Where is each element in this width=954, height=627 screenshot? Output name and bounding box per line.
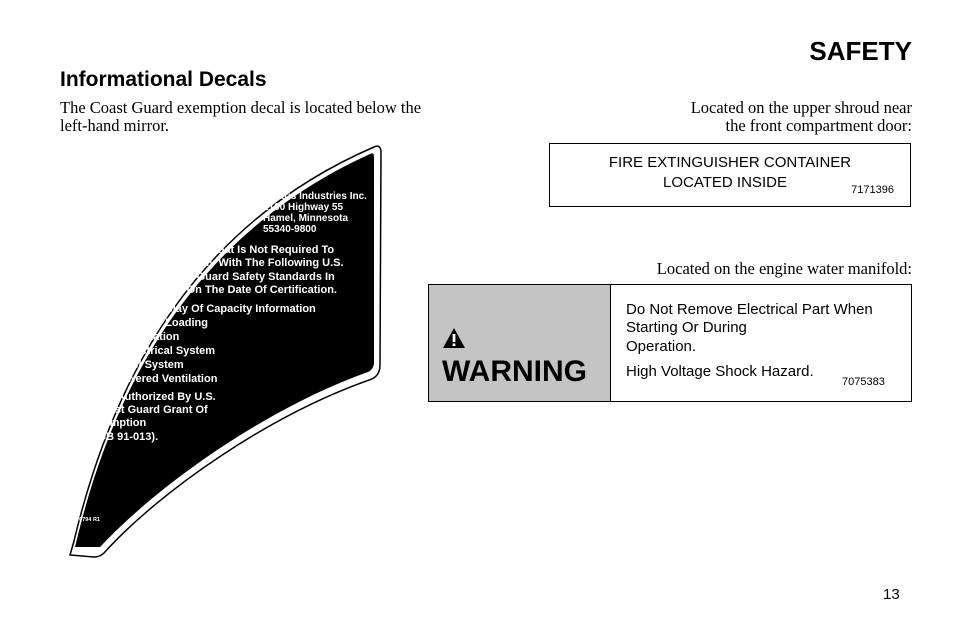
decal-authority-line: As Authorized By U.S. (100, 391, 216, 403)
decal-standard-item: • Safe Loading (132, 317, 208, 329)
decal-authority-line: (CGB 91-013). (86, 431, 158, 443)
page-number: 13 (883, 586, 900, 603)
warning-title: WARNING (442, 321, 610, 389)
decal-address-line: Polaris Industries Inc. (263, 191, 367, 202)
warning-decal-code: 7075383 (842, 376, 885, 388)
warning-decal: WARNING Do Not Remove Electrical Part Wh… (428, 284, 912, 402)
caption-line: Located on the upper shroud near (690, 98, 912, 117)
fire-decal-code: 7171396 (851, 184, 894, 196)
decal-standard-item: • Electrical System (117, 345, 215, 357)
fire-extinguisher-decal: FIRE EXTINGUISHER CONTAINER LOCATED INSI… (549, 143, 911, 207)
intro-line: The Coast Guard exemption decal is locat… (60, 98, 422, 117)
decal-statement-line: Effect On The Date Of Certification. (153, 284, 337, 296)
decal-standard-item: • Powered Ventilation (106, 373, 218, 385)
decal-standard-item: • Display Of Capacity Information (142, 303, 316, 315)
intro-line: left-hand mirror. (60, 116, 170, 135)
warning-title-text: WARNING (442, 355, 587, 388)
decal-address-line: 2100 Highway 55 (263, 202, 343, 213)
section-title: SAFETY (809, 36, 912, 66)
decal-statement-line: Comply With The Following U.S. (175, 257, 344, 269)
decal-statement-line: Coast Guard Safety Standards In (163, 271, 335, 283)
warning-label-panel: WARNING (429, 285, 611, 401)
warning-decal-caption: Located on the engine water manifold: (656, 259, 912, 278)
warning-text-line: Operation. (626, 338, 697, 355)
fire-decal-text: FIRE EXTINGUISHER CONTAINER (608, 154, 852, 171)
intro-paragraph: The Coast Guard exemption decal is locat… (60, 99, 480, 135)
decal-statement-line: This Boat Is Not Required To (184, 244, 334, 256)
warning-text-line: Starting Or During (626, 319, 747, 336)
decal-authority-line: Exemption (90, 417, 147, 429)
coast-guard-decal: Polaris Industries Inc. 2100 Highway 55 … (69, 145, 382, 558)
decal-address-line: 55340-9800 (263, 224, 317, 235)
decal-standard-item: • Flotation (126, 331, 180, 343)
warning-text-line: High Voltage Shock Hazard. (626, 363, 814, 380)
warning-triangle-icon (443, 328, 465, 348)
caption-line: the front compartment door: (725, 116, 913, 135)
section-heading: Informational Decals (60, 68, 267, 91)
fire-decal-caption: Located on the upper shroud near the fro… (691, 99, 912, 135)
decal-address-line: Hamel, Minnesota (263, 213, 348, 224)
decal-standard-item: • Fuel System (112, 359, 184, 371)
decal-part-code: 7170794 R1 (70, 517, 100, 523)
decal-authority-line: Coast Guard Grant Of (94, 404, 208, 416)
fire-decal-text: LOCATED INSIDE (663, 174, 787, 191)
warning-text-line: Do Not Remove Electrical Part When (626, 301, 873, 318)
